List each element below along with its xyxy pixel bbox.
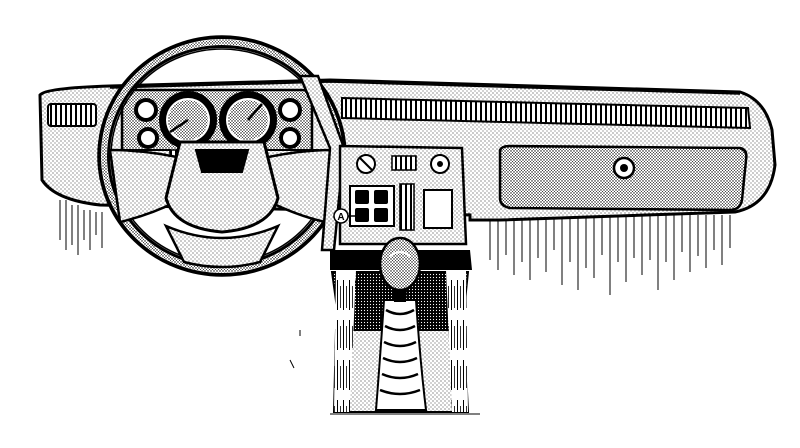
speedometer-gauge — [219, 91, 277, 149]
callout-marker: A — [333, 208, 356, 224]
floor-lines — [289, 330, 480, 415]
fuel-gauge — [134, 98, 158, 122]
clock-gauge — [278, 98, 302, 122]
radio-slot — [423, 189, 453, 229]
callout-letter-a: A — [337, 212, 344, 223]
temperature-gauge — [137, 127, 159, 149]
gear-shift — [374, 236, 428, 411]
glovebox — [498, 144, 748, 212]
steering-wheel — [97, 35, 347, 277]
switch-1-icon — [355, 190, 369, 204]
under-dash-hatching — [59, 200, 731, 295]
shifter-boot-folds — [379, 308, 421, 396]
switch-3-icon — [355, 208, 369, 222]
switch-block — [349, 183, 453, 231]
center-console — [338, 144, 468, 246]
defroster-vent-strip — [341, 96, 752, 130]
left-air-vent — [47, 103, 97, 127]
oil-gauge — [279, 127, 301, 149]
switch-2-icon — [374, 190, 388, 204]
heater-controls — [356, 154, 450, 174]
switch-4-icon — [374, 208, 388, 222]
horn-pad — [194, 149, 250, 173]
gear-knob-icon — [378, 236, 422, 292]
tachometer-gauge — [159, 91, 217, 149]
steering-wheel-hub — [164, 140, 280, 234]
